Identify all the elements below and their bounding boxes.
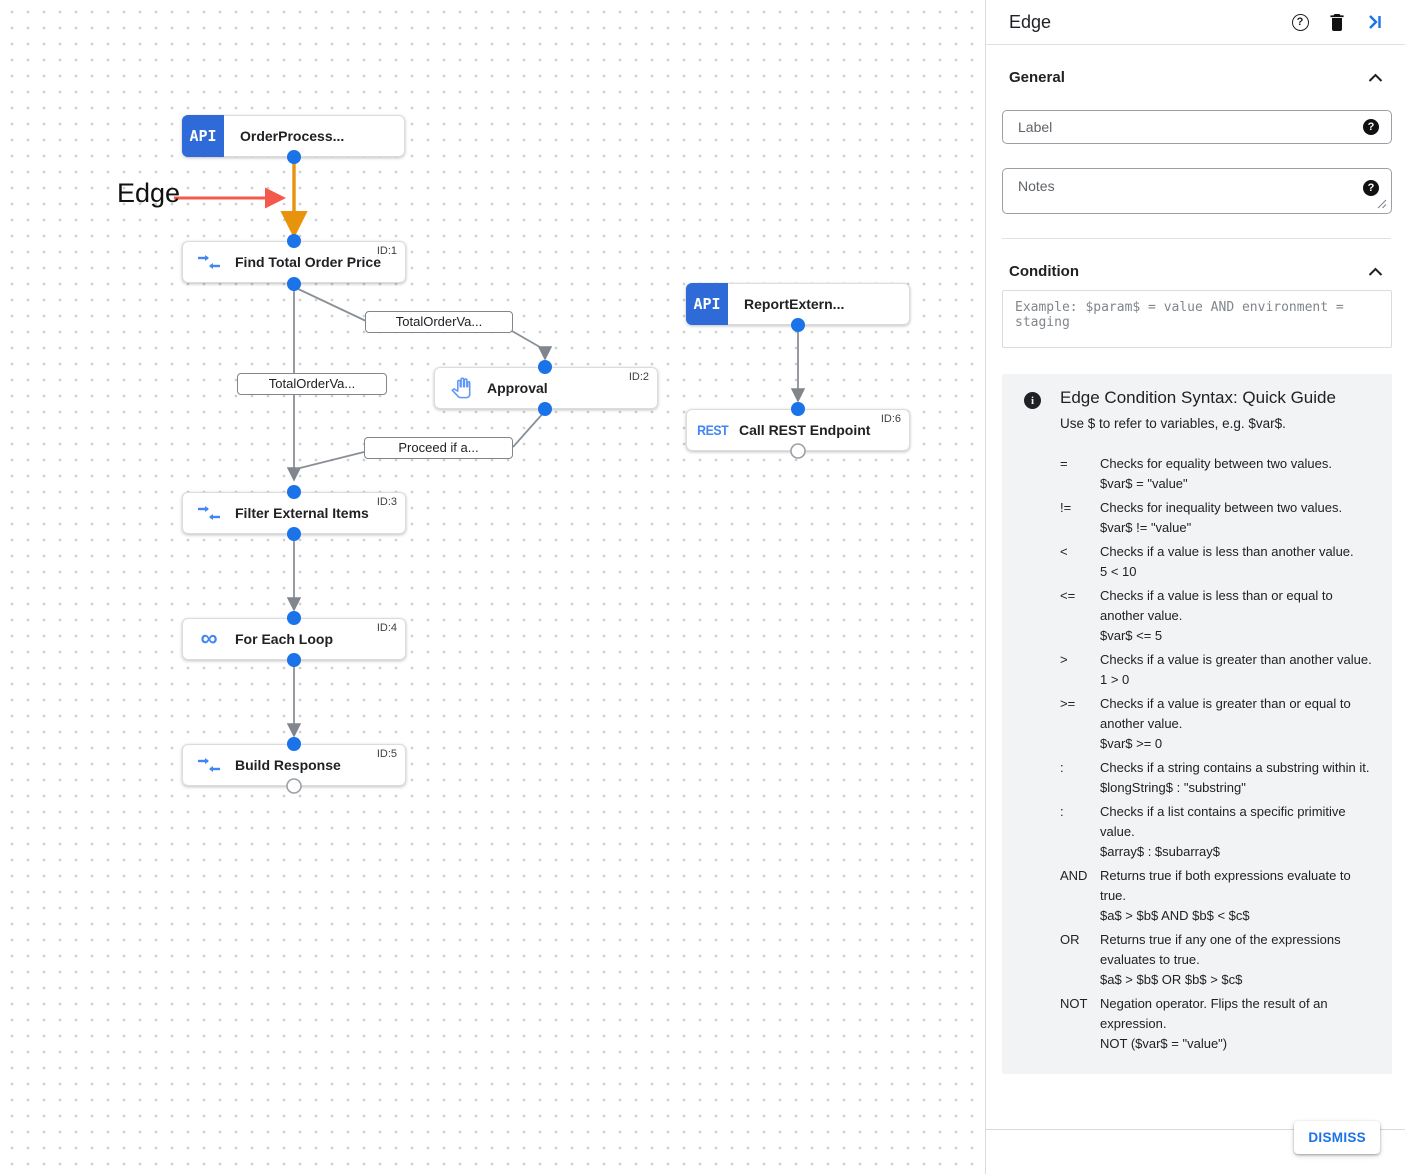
guide-row: <=Checks if a value is less than or equa… xyxy=(1060,588,1333,643)
notes-help-icon[interactable]: ? xyxy=(1363,180,1379,196)
data-mapping-icon xyxy=(183,757,235,773)
edge-label-total-order-1[interactable]: TotalOrderVa... xyxy=(365,311,513,333)
edge-label-total-order-2[interactable]: TotalOrderVa... xyxy=(237,373,387,395)
task-node-approval[interactable]: ID:2 Approval xyxy=(434,367,658,409)
edge-find-to-approval-b[interactable] xyxy=(511,330,553,361)
guide-row: >Checks if a value is greater than anoth… xyxy=(1060,652,1372,687)
for-each-loop-icon: ∞ xyxy=(200,625,218,652)
guide-row: =Checks for equality between two values.… xyxy=(1060,456,1332,491)
node-id: ID:4 xyxy=(376,622,397,634)
panel-footer: DISMISS xyxy=(986,1121,1405,1174)
guide-subtitle: Use $ to refer to variables, e.g. $var$. xyxy=(1060,416,1286,431)
guide-row: !=Checks for inequality between two valu… xyxy=(1060,500,1343,535)
node-label: Find Total Order Price xyxy=(235,254,381,270)
edge-approval-out-b[interactable] xyxy=(295,451,365,470)
label-input[interactable] xyxy=(1002,110,1392,144)
guide-title: Edge Condition Syntax: Quick Guide xyxy=(1060,388,1336,407)
node-id: ID:2 xyxy=(628,371,649,383)
edge-properties-panel: Edge ? General ? ? xyxy=(985,0,1405,1174)
section-condition-title: Condition xyxy=(1009,263,1079,280)
node-label: Filter External Items xyxy=(235,505,369,521)
guide-row: <Checks if a value is less than another … xyxy=(1060,544,1354,579)
edges-layer xyxy=(174,150,806,794)
workflow-canvas[interactable]: API OrderProcess... ID:1 Find Total Orde… xyxy=(0,0,985,1174)
section-general[interactable]: General xyxy=(1002,45,1391,86)
node-label: OrderProcess... xyxy=(240,128,345,144)
node-id: ID:5 xyxy=(376,748,397,760)
task-node-filter-external-items[interactable]: ID:3 Filter External Items xyxy=(182,492,406,534)
edge-approval-out-a[interactable] xyxy=(512,410,546,448)
panel-title: Edge xyxy=(1009,11,1052,32)
label-field-wrap: ? xyxy=(1002,110,1392,144)
chevron-up-icon[interactable] xyxy=(1368,267,1383,276)
guide-rows: =Checks for equality between two values.… xyxy=(1060,454,1374,1054)
edge-annotation-text: Edge xyxy=(117,178,181,208)
data-mapping-icon xyxy=(183,505,235,521)
guide-row: :Checks if a list contains a specific pr… xyxy=(1060,804,1346,859)
help-icon[interactable]: ? xyxy=(1289,11,1311,33)
node-label: Approval xyxy=(487,380,548,396)
task-node-find-total-order-price[interactable]: ID:1 Find Total Order Price xyxy=(182,241,406,283)
node-label: For Each Loop xyxy=(235,631,333,647)
task-node-for-each-loop[interactable]: ID:4 ∞ For Each Loop xyxy=(182,618,406,660)
node-id: ID:1 xyxy=(376,245,397,257)
info-icon: i xyxy=(1024,392,1041,409)
api-trigger-icon: API xyxy=(182,115,224,157)
delete-icon[interactable] xyxy=(1326,11,1348,33)
task-node-call-rest-endpoint[interactable]: ID:6 REST Call REST Endpoint xyxy=(686,409,910,451)
section-condition[interactable]: Condition xyxy=(1002,239,1391,280)
approval-hand-icon xyxy=(435,377,487,399)
label-help-icon[interactable]: ? xyxy=(1363,119,1379,135)
edge-find-to-approval-a[interactable] xyxy=(293,286,367,322)
node-label: Build Response xyxy=(235,757,341,773)
condition-syntax-guide: i Edge Condition Syntax: Quick Guide Use… xyxy=(1002,374,1392,1074)
node-label: Call REST Endpoint xyxy=(739,422,871,438)
section-divider xyxy=(1002,238,1391,239)
panel-body: General ? ? Condition xyxy=(986,45,1405,1074)
resize-grip-icon[interactable] xyxy=(1377,199,1387,209)
node-id: ID:3 xyxy=(376,496,397,508)
section-general-title: General xyxy=(1009,69,1065,86)
node-label: ReportExtern... xyxy=(744,296,845,312)
condition-field-wrap xyxy=(1002,290,1392,348)
guide-row: :Checks if a string contains a substring… xyxy=(1060,760,1370,795)
panel-header: Edge ? xyxy=(986,0,1405,45)
data-mapping-icon xyxy=(183,254,235,270)
edge-label-proceed-if[interactable]: Proceed if a... xyxy=(364,437,513,459)
task-node-build-response[interactable]: ID:5 Build Response xyxy=(182,744,406,786)
condition-input[interactable] xyxy=(1002,290,1392,348)
chevron-up-icon[interactable] xyxy=(1368,73,1383,82)
trigger-node-report-extern[interactable]: API ReportExtern... xyxy=(686,283,910,325)
notes-field-wrap: ? xyxy=(1002,168,1392,214)
notes-input[interactable] xyxy=(1002,168,1392,214)
node-id: ID:6 xyxy=(880,413,901,425)
guide-row: >=Checks if a value is greater than or e… xyxy=(1060,696,1351,751)
rest-task-icon: REST xyxy=(697,422,729,438)
dismiss-button[interactable]: DISMISS xyxy=(1294,1121,1380,1154)
collapse-panel-icon[interactable] xyxy=(1363,11,1385,33)
api-trigger-icon: API xyxy=(686,283,728,325)
trigger-node-order-process[interactable]: API OrderProcess... xyxy=(182,115,405,157)
